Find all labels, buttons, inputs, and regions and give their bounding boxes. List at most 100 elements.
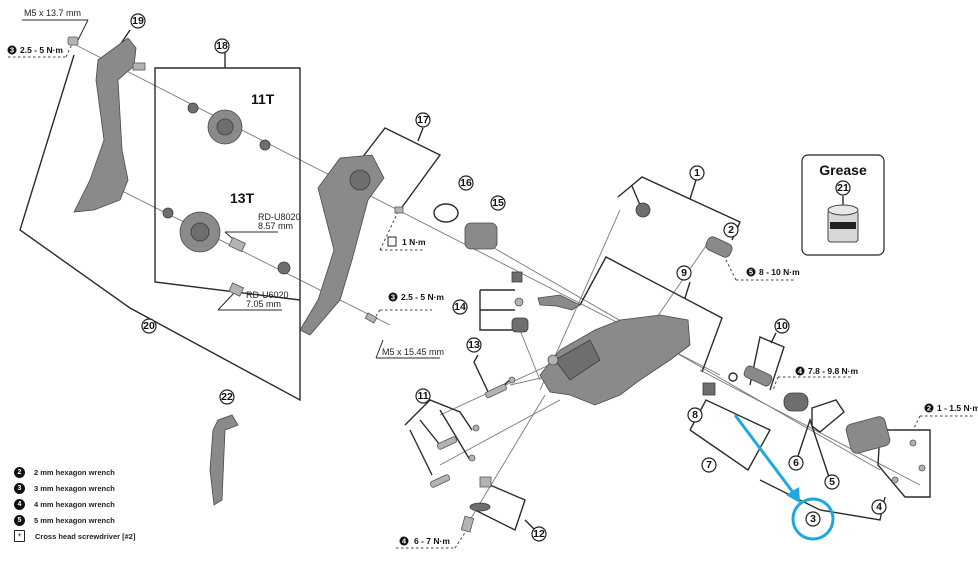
pulley-13t (162, 207, 291, 275)
bushing-u6020 (228, 282, 245, 297)
callouts: 1 2 3 4 5 6 7 8 9 10 11 12 13 14 15 16 1… (130, 13, 887, 542)
svg-text:2.5 - 5 N·m: 2.5 - 5 N·m (20, 45, 63, 55)
screwdriver-icon: + (14, 530, 25, 542)
axis-lines (69, 41, 921, 521)
legend-text: 4 mm hexagon wrench (34, 499, 115, 509)
svg-text:5: 5 (749, 268, 753, 277)
callout-9: 9 (676, 265, 692, 281)
svg-text:6: 6 (793, 457, 799, 469)
torque-spec: 1 N·m (387, 236, 426, 247)
callout-3: 3 (805, 511, 821, 527)
svg-text:15: 15 (492, 197, 504, 209)
callout-21: 21 (835, 180, 851, 196)
bushing-u8020 (228, 236, 246, 253)
callout-13: 13 (466, 337, 482, 353)
svg-text:8: 8 (692, 409, 698, 421)
callout-11: 11 (415, 388, 431, 404)
svg-text:17: 17 (417, 114, 429, 126)
svg-text:7: 7 (706, 459, 712, 471)
bolt-10 (743, 365, 773, 387)
torque-spec: 4 7.8 - 9.8 N·m (795, 366, 859, 376)
legend-text: 3 mm hexagon wrench (34, 483, 115, 493)
svg-text:8 - 10 N·m: 8 - 10 N·m (759, 267, 800, 277)
legend-row: 2 2 mm hexagon wrench (14, 464, 135, 480)
legend-text: 5 mm hexagon wrench (34, 515, 115, 525)
svg-text:20: 20 (143, 320, 155, 332)
svg-text:1 - 1.5 N·m: 1 - 1.5 N·m (937, 403, 978, 413)
pulley-11t (187, 102, 271, 151)
callout-2: 2 (723, 222, 739, 238)
adjuster-2 (705, 236, 733, 258)
bushing1-size: 8.57 mm (258, 221, 293, 231)
callout-5: 5 (824, 474, 840, 490)
svg-text:3: 3 (391, 293, 395, 302)
callout-22: 22 (219, 389, 235, 405)
ring-16 (433, 203, 459, 223)
svg-text:4: 4 (402, 537, 407, 546)
highlight-annotation (733, 414, 835, 541)
callout-1: 1 (689, 165, 705, 181)
callout-12: 12 (531, 526, 547, 542)
parts (67, 36, 926, 533)
svg-text:5: 5 (829, 476, 835, 488)
highlight-arrowhead (786, 487, 800, 503)
svg-text:21: 21 (837, 182, 849, 194)
callout-8: 8 (687, 407, 703, 423)
callout-20: 20 (141, 318, 157, 334)
callout-17: 17 (415, 112, 431, 128)
svg-text:10: 10 (776, 320, 788, 332)
callout-4: 4 (871, 499, 887, 515)
legend-text: Cross head screwdriver [#2] (35, 531, 136, 541)
grease-box: Grease (801, 154, 885, 256)
torque-specs: 3 2.5 - 5 N·m 3 2.5 - 5 N·m 1 N·m 5 8 - 10 … (7, 45, 978, 546)
inner-plate-17 (299, 154, 385, 336)
callout-6: 6 (788, 455, 804, 471)
callout-18: 18 (214, 38, 230, 54)
svg-text:4: 4 (798, 367, 803, 376)
hex-wrench-icon: 3 (14, 482, 25, 494)
svg-text:6 - 7 N·m: 6 - 7 N·m (414, 536, 450, 546)
dimension-leaders (22, 19, 440, 359)
svg-text:18: 18 (216, 40, 228, 52)
svg-text:2.5 - 5 N·m: 2.5 - 5 N·m (401, 292, 444, 302)
bushing1-model: RD-U8020 (258, 212, 301, 222)
svg-text:3: 3 (10, 46, 14, 55)
svg-text:4: 4 (876, 501, 882, 513)
legend-row: 3 3 mm hexagon wrench (14, 480, 135, 496)
svg-text:2: 2 (927, 404, 931, 413)
torque-spec: 3 2.5 - 5 N·m (388, 292, 444, 302)
legend-text: 2 mm hexagon wrench (34, 467, 115, 477)
hex-wrench-icon: 4 (14, 498, 25, 510)
tool-legend: 2 2 mm hexagon wrench 3 3 mm hexagon wrenc… (14, 464, 135, 544)
cover-5 (845, 416, 891, 454)
cap-15 (464, 222, 498, 250)
svg-text:1: 1 (694, 167, 700, 179)
callout-10: 10 (774, 318, 790, 334)
callout-14: 14 (452, 299, 468, 315)
bushing2-model: RD-U6020 (246, 290, 289, 300)
svg-text:9: 9 (681, 267, 687, 279)
svg-text:13: 13 (468, 339, 480, 351)
pulley-13t-label: 13T (230, 190, 255, 206)
guide-22 (209, 414, 239, 506)
torque-spec: 5 8 - 10 N·m (746, 267, 800, 277)
outer-plate-19 (73, 37, 137, 213)
svg-text:11: 11 (417, 390, 428, 402)
main-body-9 (539, 314, 691, 406)
svg-text:7.8 - 9.8 N·m: 7.8 - 9.8 N·m (808, 366, 859, 376)
torque-leaders (8, 41, 975, 549)
hex-wrench-icon: 5 (14, 514, 25, 526)
seal-6 (811, 399, 845, 433)
bushing2-size: 7.05 mm (246, 299, 281, 309)
svg-text:1 N·m: 1 N·m (402, 237, 426, 247)
torque-spec: 4 6 - 7 N·m (399, 536, 450, 546)
torque-spec: 2 1 - 1.5 N·m (924, 403, 978, 413)
svg-text:2: 2 (728, 224, 734, 236)
hex-wrench-icon: 2 (14, 466, 25, 478)
annotations: M5 x 13.7 mm 11T 13T RD-U8020 8.57 mm RD… (24, 8, 444, 357)
svg-text:12: 12 (533, 528, 545, 540)
pulley-11t-label: 11T (251, 91, 275, 107)
svg-text:3: 3 (810, 513, 816, 525)
svg-text:16: 16 (460, 177, 472, 189)
